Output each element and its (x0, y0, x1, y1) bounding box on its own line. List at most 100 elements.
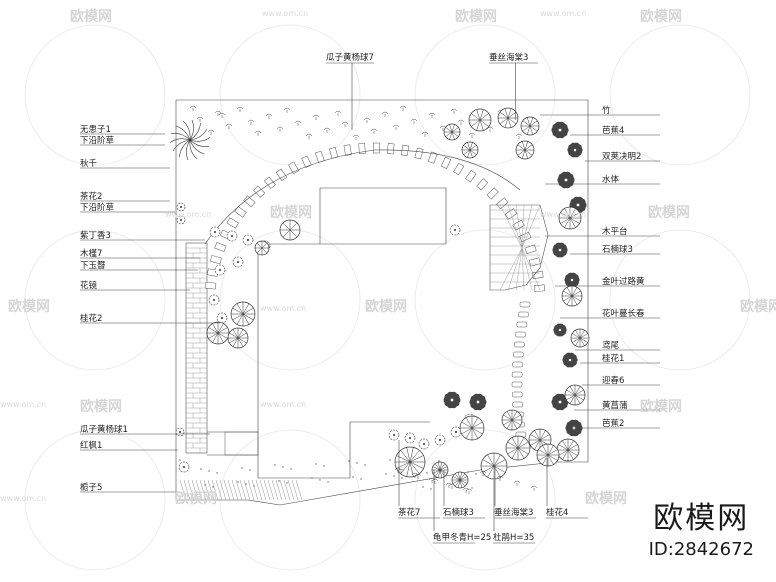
groundcover-symbol (410, 118, 418, 124)
plant-symbols (175, 105, 590, 494)
watermark-text: 欧模网 (365, 299, 407, 315)
groundcover-symbol (414, 473, 422, 479)
watermark-text: 欧模网 (740, 299, 776, 315)
groundcover-symbol (189, 105, 197, 111)
tree-symbol (394, 446, 426, 478)
groundcover-symbol (445, 482, 453, 488)
flowering-plant-symbol (551, 393, 569, 411)
watermark-text: 欧模网 (648, 205, 690, 221)
groundcover-symbol (462, 487, 470, 493)
groundcover-symbol (312, 114, 320, 120)
shrub-symbol (232, 256, 244, 268)
shrub-symbol (242, 234, 254, 246)
watermark-text: 欧模网 (175, 491, 217, 507)
brand-name: 欧模网 (653, 501, 750, 536)
label-mujin: 木槿7 (80, 248, 102, 259)
groundcover-symbol (334, 110, 342, 116)
groundcover-symbol (247, 119, 255, 125)
groundcover-symbol (428, 112, 436, 118)
shrub-symbol (216, 312, 228, 324)
groundcover-symbol (468, 132, 476, 138)
label-xiayanjiecao2: 下沿阶草 (80, 202, 115, 213)
groundcover-symbol (254, 130, 262, 136)
tree-symbol (459, 415, 485, 441)
shrub-symbol (418, 438, 430, 450)
label-huaye: 花叶蔓长春 (602, 308, 645, 319)
groundcover-symbol (276, 126, 284, 132)
shrub-symbol (175, 427, 185, 437)
shrub-symbol (176, 202, 186, 212)
shrub-symbol (208, 294, 220, 306)
groundcover-symbol (457, 119, 465, 125)
leader-lines (80, 62, 660, 544)
groundcover-symbol (363, 117, 371, 123)
label-chahua2: 茶花2 (80, 191, 102, 202)
groundcover-symbol (207, 129, 215, 135)
stepping-stone-path (204, 142, 545, 292)
tree-symbol (505, 435, 531, 461)
groundcover-symbol (265, 113, 273, 119)
shrub-symbol (176, 215, 186, 225)
groundcover-symbol (236, 106, 244, 112)
shrub-symbol (434, 434, 446, 446)
tree-symbol (279, 219, 301, 241)
watermark-url: www.om.cn (260, 400, 307, 409)
groundcover-symbol (305, 133, 313, 139)
tree-symbol (564, 384, 586, 406)
label-shuangjia: 双荚决明2 (602, 151, 641, 162)
tree-symbol (468, 108, 492, 132)
label-guaziyangqiu7: 瓜子黄杨球7 (326, 52, 374, 63)
watermark-url: www.om.cn (0, 400, 47, 409)
groundcover-symbol (294, 120, 302, 126)
tree-symbol (451, 471, 469, 489)
groundcover-symbol (428, 477, 436, 483)
brand-logo: 欧模网 ID:2842672 (649, 493, 754, 560)
watermark-url: www.om.cn (165, 210, 212, 219)
watermark-text: 欧模网 (70, 9, 112, 25)
tree-symbol (480, 452, 508, 480)
shrub-symbol (178, 461, 190, 473)
label-shuiti: 水体 (602, 174, 620, 185)
flowering-plant-symbol (557, 171, 575, 189)
building-outline (207, 187, 447, 479)
label-mupingtai: 木平台 (602, 226, 628, 237)
flowering-plant-symbol (562, 352, 578, 368)
label-bajiao2: 芭蕉2 (602, 418, 624, 429)
label-chahua7: 茶花7 (398, 507, 420, 518)
label-xiayanjiecao1: 下沿阶草 (80, 135, 115, 146)
tree-symbol (461, 141, 479, 159)
groundcover-symbol (479, 470, 487, 476)
tree-symbol (206, 321, 230, 345)
label-guijia: 龟甲冬青H=25 (433, 532, 491, 543)
label-wuhuanzi: 无患子1 (80, 124, 111, 135)
groundcover-symbol (381, 111, 389, 117)
swing-symbol (169, 119, 211, 161)
label-yuanwei: 鸢尾 (602, 340, 620, 351)
watermark-text: 欧模网 (80, 399, 122, 415)
label-hongfeng: 红枫1 (80, 440, 102, 451)
groundcover-symbol (399, 105, 407, 111)
tree-symbol (443, 123, 461, 141)
tree-symbol (501, 409, 523, 431)
watermark-circles (24, 24, 751, 571)
label-zhu: 竹 (602, 105, 611, 116)
watermark-url: www.om.cn (540, 9, 587, 18)
tree-symbol (254, 240, 270, 256)
watermark-text: 欧模网 (455, 9, 497, 25)
groundcover-symbol (515, 133, 523, 139)
label-huajing: 花镜 (80, 280, 98, 291)
groundcover-symbol (448, 483, 456, 489)
tree-symbol (536, 443, 560, 467)
groundcover-symbol (397, 468, 405, 474)
flowering-plant-symbol (443, 391, 461, 409)
shrub-symbol (404, 432, 416, 444)
groundcover-symbol (465, 488, 473, 494)
label-jinye: 金叶过路黄 (602, 276, 645, 287)
shrub-symbol (226, 230, 238, 242)
label-bajiao4: 芭蕉4 (602, 125, 624, 136)
label-yingchun: 迎春6 (602, 375, 624, 386)
watermark-url: www.om.cn (262, 9, 309, 18)
groundcover-symbol (513, 480, 521, 486)
tree-symbol (558, 206, 582, 230)
flowering-plant-symbol (551, 121, 569, 139)
